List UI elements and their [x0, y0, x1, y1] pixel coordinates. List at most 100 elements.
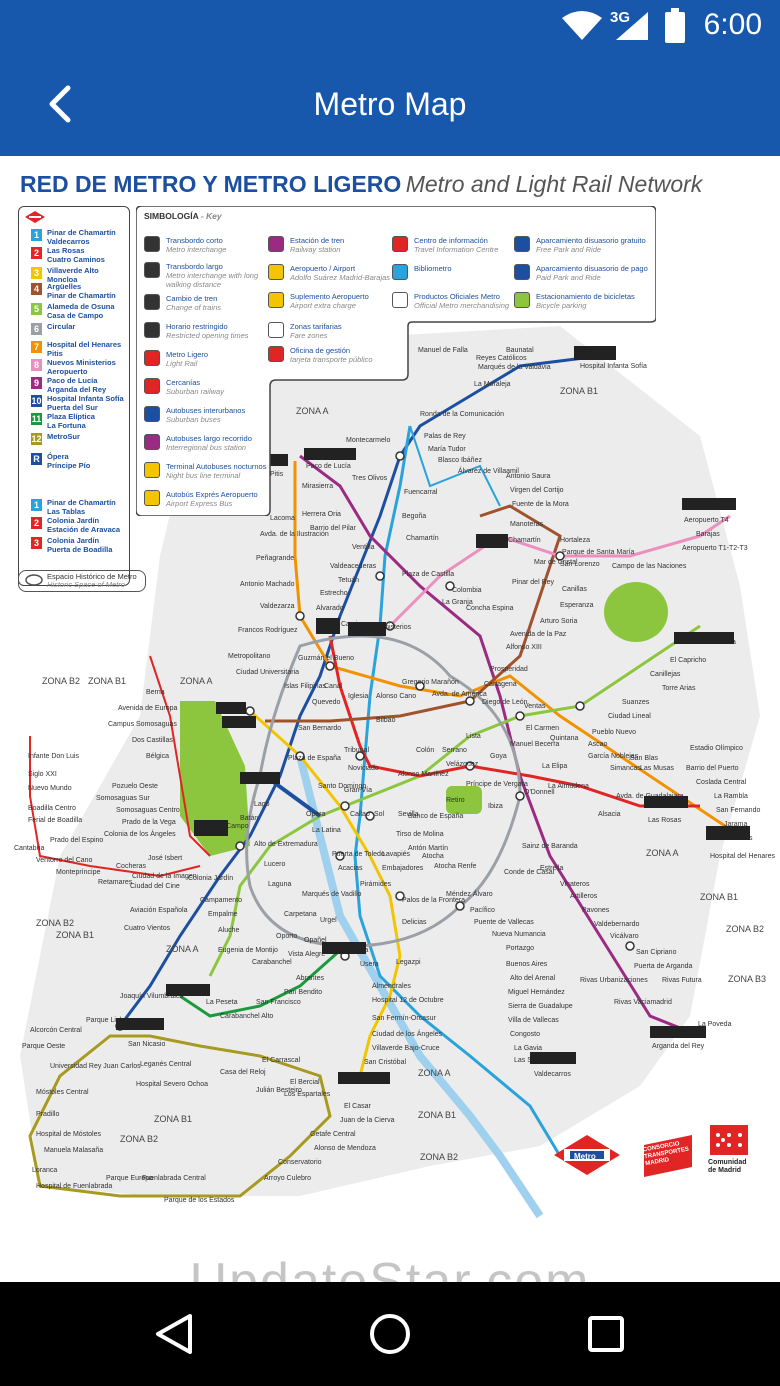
- nav-home-button[interactable]: [360, 1308, 420, 1360]
- svg-text:Colonia de los Ángeles: Colonia de los Ángeles: [104, 829, 176, 838]
- svg-text:Noviciado: Noviciado: [348, 765, 379, 772]
- light-rail-ml3[interactable]: [29, 736, 201, 878]
- svg-text:ZONA B2: ZONA B2: [726, 924, 764, 934]
- svg-text:Hospital Severo Ochoa: Hospital Severo Ochoa: [136, 1081, 208, 1088]
- line-name: Pinar de Chamartín Las Tablas: [47, 498, 116, 516]
- line-4[interactable]: [265, 504, 562, 723]
- line-7[interactable]: [293, 461, 741, 838]
- svg-text:Lacoma: Lacoma: [270, 515, 295, 522]
- svg-text:Vicálvaro: Vicálvaro: [610, 933, 639, 940]
- svg-text:Paco de Lucía: Paco de Lucía: [306, 463, 351, 470]
- svg-text:Marqués de la Valdavia: Marqués de la Valdavia: [478, 364, 551, 371]
- svg-text:Hospital de Fuenlabrada: Hospital de Fuenlabrada: [36, 1183, 112, 1190]
- svg-text:ZONA B1: ZONA B1: [700, 892, 738, 902]
- key-item: Bibliometro: [392, 264, 530, 280]
- svg-text:ZONA B2: ZONA B2: [120, 1134, 158, 1144]
- metro-network-diagram[interactable]: Manuel de Falla Marqués de la Valdavia L…: [0, 156, 780, 1282]
- line-r[interactable]: [266, 776, 322, 818]
- svg-text:Cuatro Vientos: Cuatro Vientos: [124, 925, 171, 932]
- svg-text:María Tudor: María Tudor: [428, 446, 466, 453]
- svg-text:Manoteras: Manoteras: [510, 521, 544, 528]
- svg-text:Rivas Urbanizaciones: Rivas Urbanizaciones: [580, 977, 648, 984]
- line-number-badge: 2: [31, 517, 42, 529]
- line-12[interactable]: [28, 1034, 332, 1198]
- svg-text:Hospital del Henares: Hospital del Henares: [710, 853, 775, 860]
- svg-text:ZONA B1: ZONA B1: [418, 1110, 456, 1120]
- back-button[interactable]: [30, 78, 90, 130]
- svg-text:Pinar del Rey: Pinar del Rey: [512, 579, 555, 586]
- status-time: 6:00: [703, 8, 762, 41]
- metro-map[interactable]: Manuel de Falla Marqués de la Valdavia L…: [0, 156, 780, 1282]
- nav-back-button[interactable]: [144, 1308, 204, 1360]
- svg-text:Oporto: Oporto: [276, 933, 298, 940]
- key-symbol-icon: [144, 490, 160, 506]
- svg-text:Callao: Callao: [350, 811, 370, 818]
- cell-signal-icon: [616, 12, 648, 40]
- svg-text:Vinateros: Vinateros: [560, 881, 590, 888]
- svg-text:La Granja: La Granja: [442, 599, 473, 606]
- line-11[interactable]: [179, 944, 346, 1018]
- svg-text:Estrella: Estrella: [540, 865, 563, 872]
- nav-recents-button[interactable]: [576, 1308, 636, 1360]
- historic-space-sub: Historic Space of Metro: [47, 580, 125, 589]
- line-name: Circular: [47, 322, 76, 331]
- key-symbol-icon: [144, 434, 160, 450]
- svg-text:García Noblejas: García Noblejas: [588, 753, 639, 760]
- park-juan-carlos: [604, 582, 668, 642]
- svg-text:San Fermín-Orcasur: San Fermín-Orcasur: [372, 1015, 436, 1022]
- light-rail-ml2[interactable]: [149, 655, 211, 857]
- svg-text:Carpetana: Carpetana: [284, 911, 317, 918]
- svg-text:San Blas: San Blas: [630, 755, 659, 762]
- key-symbol-icon: [144, 350, 160, 366]
- svg-text:El Carrascal: El Carrascal: [262, 1057, 301, 1064]
- svg-text:Legazpi: Legazpi: [396, 959, 421, 966]
- svg-text:San Francisco: San Francisco: [256, 999, 301, 1006]
- svg-text:Valdebernardo: Valdebernardo: [594, 921, 640, 928]
- line-number-badge: 7: [31, 341, 42, 353]
- line-6[interactable]: [245, 634, 522, 948]
- svg-text:Pueblo Nuevo: Pueblo Nuevo: [592, 729, 636, 736]
- metro-logo-text: Metro: [574, 1152, 596, 1161]
- line-3[interactable]: [248, 709, 402, 1077]
- svg-text:ZONA B3: ZONA B3: [728, 974, 766, 984]
- light-rail-ml1[interactable]: [409, 425, 501, 507]
- svg-text:Cocheras: Cocheras: [116, 863, 146, 870]
- svg-text:Lista: Lista: [466, 733, 481, 740]
- network-type-label: 3G: [610, 9, 631, 26]
- svg-text:Ciudad de los Ángeles: Ciudad de los Ángeles: [372, 1029, 443, 1038]
- svg-text:Fuencarral: Fuencarral: [404, 489, 438, 496]
- svg-text:Álvarez de Villaamil: Álvarez de Villaamil: [458, 466, 519, 475]
- svg-text:Cuatro Caminos: Cuatro Caminos: [318, 621, 369, 628]
- svg-text:Avda. de la Ilustración: Avda. de la Ilustración: [260, 531, 329, 538]
- key-symbol-icon: [268, 292, 284, 308]
- svg-text:El Casar: El Casar: [344, 1103, 372, 1110]
- key-symbol-icon: [144, 294, 160, 310]
- svg-text:Alonso Martínez: Alonso Martínez: [398, 771, 449, 778]
- svg-text:Islas Filipinas: Islas Filipinas: [284, 683, 327, 690]
- line-9[interactable]: [299, 454, 701, 1038]
- svg-text:Berna: Berna: [146, 689, 165, 696]
- svg-text:Gregorio Marañón: Gregorio Marañón: [402, 679, 459, 686]
- svg-text:Prado del Espino: Prado del Espino: [50, 837, 103, 844]
- line-number-badge: 2: [31, 247, 42, 259]
- svg-text:Canillejas: Canillejas: [650, 671, 681, 678]
- svg-text:Puerta de Arganda: Puerta de Arganda: [634, 963, 692, 970]
- svg-text:Gran Vía: Gran Vía: [344, 787, 372, 794]
- line-2[interactable]: [328, 635, 700, 808]
- svg-text:Pan Bendito: Pan Bendito: [284, 989, 322, 996]
- svg-text:Casa del Reloj: Casa del Reloj: [220, 1069, 266, 1076]
- svg-text:Alsacia: Alsacia: [598, 811, 621, 818]
- svg-text:San Nicasio: San Nicasio: [128, 1041, 165, 1048]
- line-5[interactable]: [208, 624, 701, 977]
- svg-text:Coslada Central: Coslada Central: [696, 779, 747, 786]
- svg-text:Campus Somosaguas: Campus Somosaguas: [108, 721, 177, 728]
- key-symbol-icon: [268, 322, 284, 338]
- app-bar: Metro Map: [0, 52, 780, 156]
- line-10[interactable]: [118, 354, 601, 1027]
- svg-text:Suanzes: Suanzes: [622, 699, 650, 706]
- svg-text:Prosperidad: Prosperidad: [490, 666, 528, 673]
